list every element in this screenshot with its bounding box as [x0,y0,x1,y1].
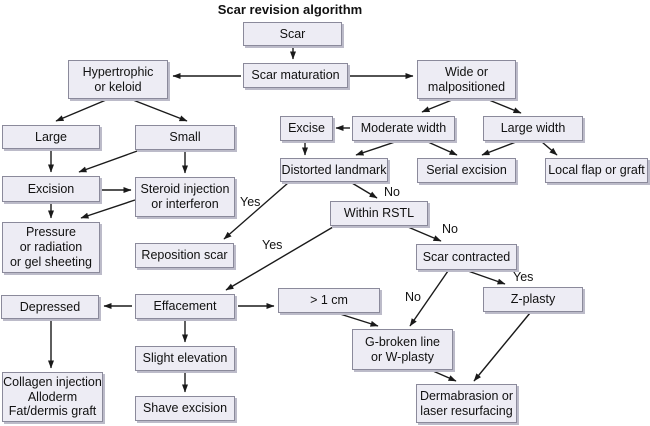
node-effacement: Effacement [135,294,235,319]
node-hypertrophic: Hypertrophic or keloid [68,60,168,99]
node-z-plasty: Z-plasty [483,287,583,312]
node-scar-maturation: Scar maturation [243,63,348,88]
node-steroid-injection: Steroid injection or interferon [135,177,235,217]
node-shave-excision: Shave excision [135,396,235,421]
node-moderate-width: Moderate width [352,116,455,141]
node-excision: Excision [2,176,100,202]
edge-label-yes-zplasty: Yes [513,270,534,284]
node-gt-1cm: > 1 cm [278,288,380,313]
node-depressed: Depressed [1,295,99,319]
node-small: Small [135,125,235,150]
edge-label-yes-reposition: Yes [240,195,261,209]
node-distorted-landmark: Distorted landmark [280,158,388,182]
node-scar: Scar [243,22,342,46]
node-reposition-scar: Reposition scar [135,243,234,268]
node-serial-excision: Serial excision [417,158,516,183]
node-collagen: Collagen injection Alloderm Fat/dermis g… [2,372,103,422]
edge-label-no-contracted: No [442,222,458,236]
edge-label-yes-effacement: Yes [262,238,283,252]
node-g-broken: G-broken line or W-plasty [352,329,453,370]
node-large: Large [2,125,100,149]
node-large-width: Large width [483,116,583,141]
node-slight-elevation: Slight elevation [135,346,235,371]
node-scar-contracted: Scar contracted [416,244,517,270]
node-dermabrasion: Dermabrasion or laser resurfacing [416,384,517,423]
node-local-flap: Local flap or graft [545,158,648,183]
edge-label-no-within: No [384,185,400,199]
node-wide-malpositioned: Wide or malpositioned [417,60,516,99]
node-within-rstl: Within RSTL [330,201,428,226]
node-excise: Excise [280,116,333,141]
edge-label-no-gbroken: No [405,290,421,304]
node-pressure: Pressure or radiation or gel sheeting [2,222,100,273]
diagram-title: Scar revision algorithm [217,2,363,17]
